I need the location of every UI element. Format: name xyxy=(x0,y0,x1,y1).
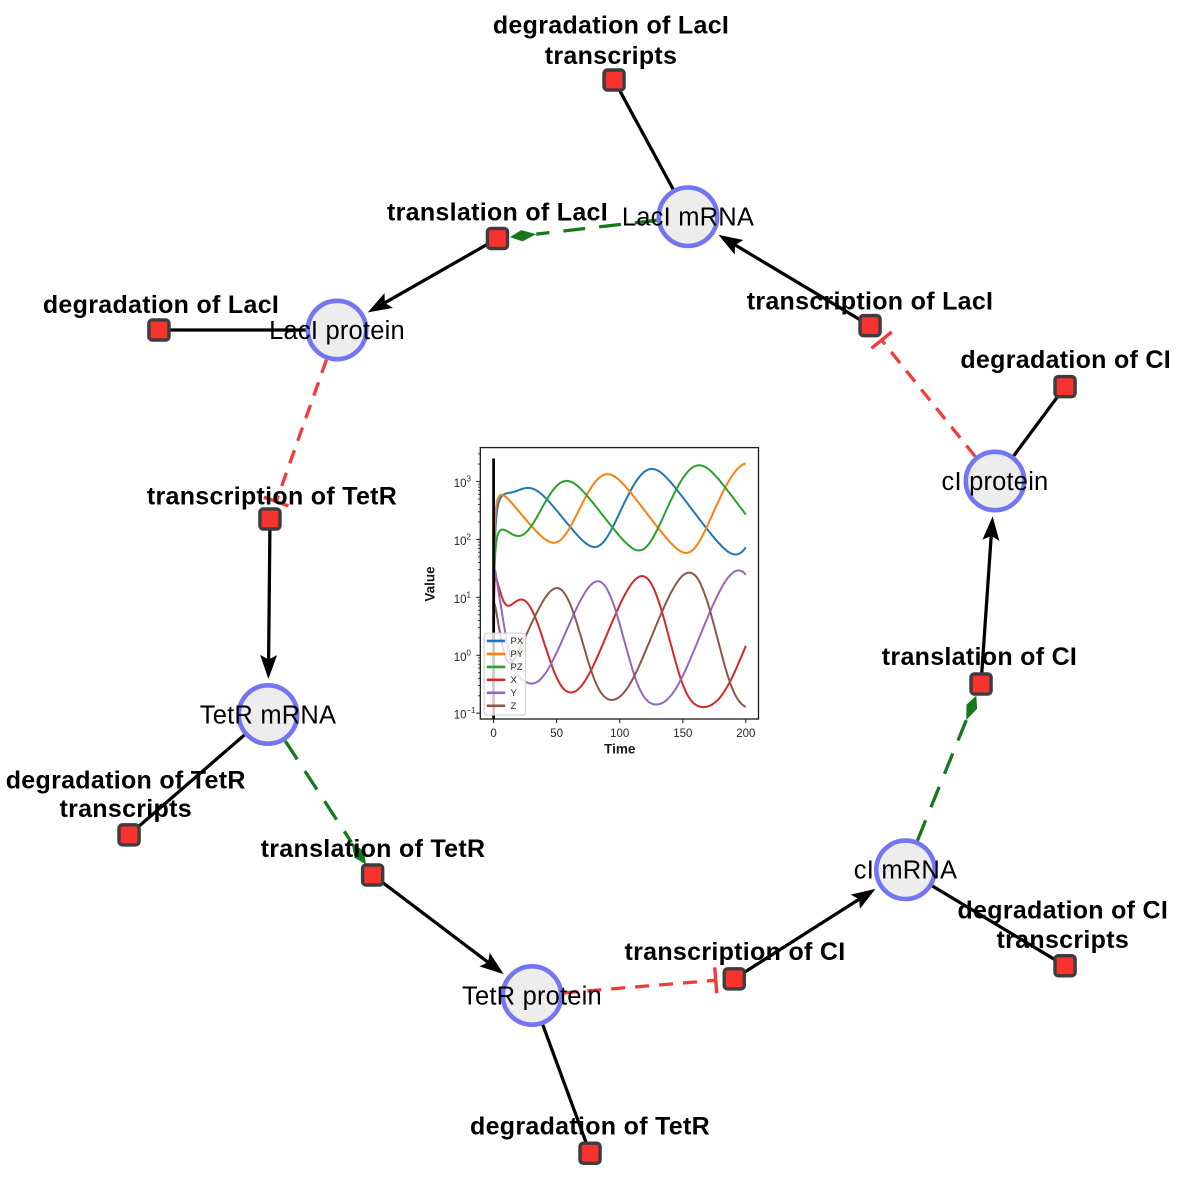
svg-text:translation of TetR: translation of TetR xyxy=(261,835,486,863)
svg-text:transcription of CI: transcription of CI xyxy=(625,938,846,966)
svg-text:10: 10 xyxy=(454,478,467,490)
svg-text:200: 200 xyxy=(736,728,755,740)
svg-text:PX: PX xyxy=(511,636,524,647)
svg-text:LacI mRNA: LacI mRNA xyxy=(622,204,754,232)
svg-text:degradation of TetR: degradation of TetR xyxy=(470,1113,710,1141)
svg-text:X: X xyxy=(511,675,518,686)
svg-text:10: 10 xyxy=(454,536,467,548)
svg-text:degradation of TetR: degradation of TetR xyxy=(6,767,246,795)
svg-text:Time: Time xyxy=(604,742,636,757)
svg-text:−1: −1 xyxy=(467,706,477,715)
svg-text:50: 50 xyxy=(550,728,563,740)
svg-text:Z: Z xyxy=(511,701,517,712)
svg-text:degradation of LacI: degradation of LacI xyxy=(43,291,279,319)
svg-text:3: 3 xyxy=(467,475,472,484)
svg-text:PY: PY xyxy=(511,649,524,660)
svg-text:2: 2 xyxy=(467,532,472,541)
svg-text:PZ: PZ xyxy=(511,662,523,673)
svg-text:1: 1 xyxy=(467,590,472,599)
svg-text:degradation of CI: degradation of CI xyxy=(957,897,1168,925)
svg-text:transcripts: transcripts xyxy=(545,42,678,70)
svg-text:TetR mRNA: TetR mRNA xyxy=(200,701,336,729)
svg-text:transcripts: transcripts xyxy=(997,926,1130,954)
svg-text:degradation of CI: degradation of CI xyxy=(960,346,1171,374)
svg-text:transcription of LacI: transcription of LacI xyxy=(747,288,994,316)
svg-text:degradation of LacI: degradation of LacI xyxy=(493,12,729,40)
svg-text:10: 10 xyxy=(454,594,467,606)
svg-text:translation of CI: translation of CI xyxy=(882,643,1077,671)
svg-text:translation of LacI: translation of LacI xyxy=(387,198,608,226)
svg-text:10: 10 xyxy=(454,710,467,722)
svg-text:LacI protein: LacI protein xyxy=(269,317,405,345)
svg-text:TetR protein: TetR protein xyxy=(462,982,602,1010)
svg-text:0: 0 xyxy=(467,648,472,657)
svg-text:transcripts: transcripts xyxy=(59,795,192,823)
svg-text:Y: Y xyxy=(511,688,518,699)
svg-text:10: 10 xyxy=(454,652,467,664)
svg-text:0: 0 xyxy=(490,728,496,740)
svg-text:150: 150 xyxy=(673,728,692,740)
svg-text:100: 100 xyxy=(610,728,629,740)
svg-text:Value: Value xyxy=(423,566,438,602)
svg-text:cI protein: cI protein xyxy=(942,468,1049,496)
svg-text:transcription of TetR: transcription of TetR xyxy=(147,483,397,511)
svg-text:cI mRNA: cI mRNA xyxy=(854,857,957,885)
